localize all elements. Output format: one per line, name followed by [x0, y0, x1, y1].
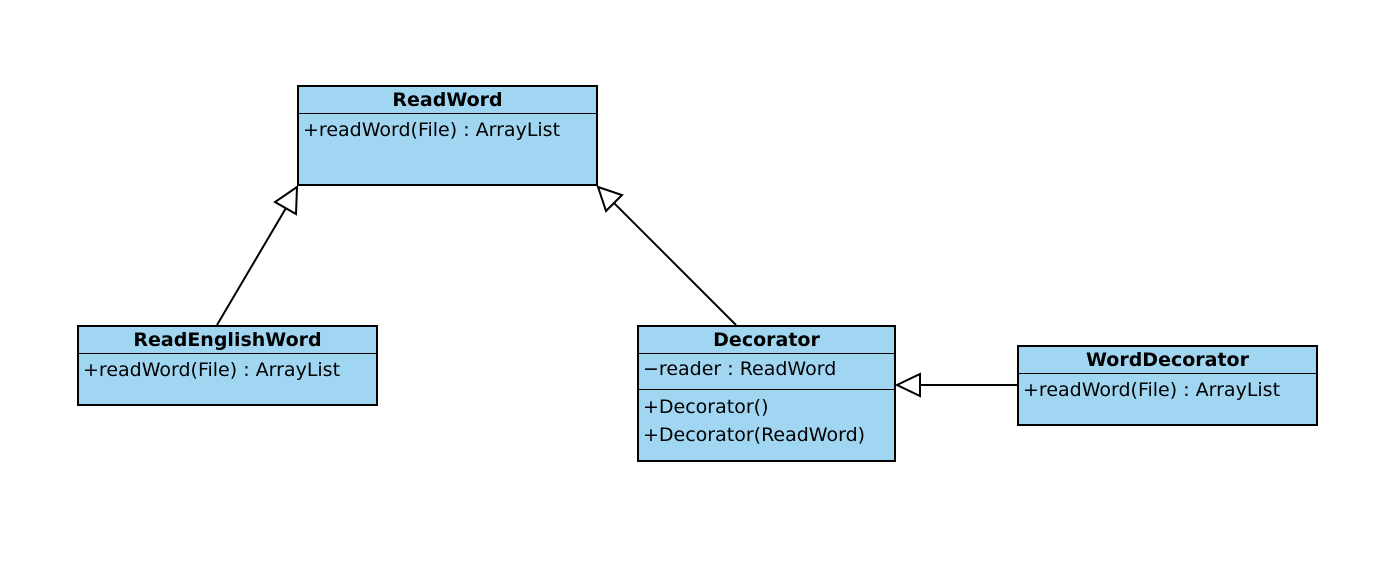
operations-compartment: +Decorator() +Decorator(ReadWord) [639, 390, 894, 449]
operation: +readWord(File) : ArrayList [303, 119, 561, 141]
operation: +Decorator() [643, 396, 769, 418]
inheritance-arrowhead [273, 185, 299, 216]
operations-compartment: +readWord(File) : ArrayList [1019, 374, 1316, 404]
class-name: ReadWord [299, 87, 596, 114]
generalization-worddecorator-to-decorator [894, 372, 1017, 398]
class-name: Decorator [639, 327, 894, 354]
operations-compartment: +readWord(File) : ArrayList [299, 114, 596, 144]
class-name: ReadEnglishWord [79, 327, 376, 354]
inheritance-arrowhead [894, 372, 921, 398]
inheritance-arrowhead [596, 185, 624, 213]
class-worddecorator[interactable]: WordDecorator +readWord(File) : ArrayLis… [1017, 345, 1318, 426]
class-readenglishword[interactable]: ReadEnglishWord +readWord(File) : ArrayL… [77, 325, 378, 406]
class-decorator[interactable]: Decorator −reader : ReadWord +Decorator(… [637, 325, 896, 462]
operation: +readWord(File) : ArrayList [1023, 379, 1281, 401]
class-readword[interactable]: ReadWord +readWord(File) : ArrayList [297, 85, 598, 186]
generalization-readenglishword-to-readword [216, 185, 299, 326]
class-name: WordDecorator [1019, 347, 1316, 374]
operation: +readWord(File) : ArrayList [83, 359, 341, 381]
operations-compartment: +readWord(File) : ArrayList [79, 354, 376, 384]
attribute: −reader : ReadWord [643, 358, 837, 380]
operation: +Decorator(ReadWord) [643, 424, 866, 446]
generalization-decorator-to-readword [596, 185, 737, 326]
attributes-compartment: −reader : ReadWord [639, 354, 894, 390]
